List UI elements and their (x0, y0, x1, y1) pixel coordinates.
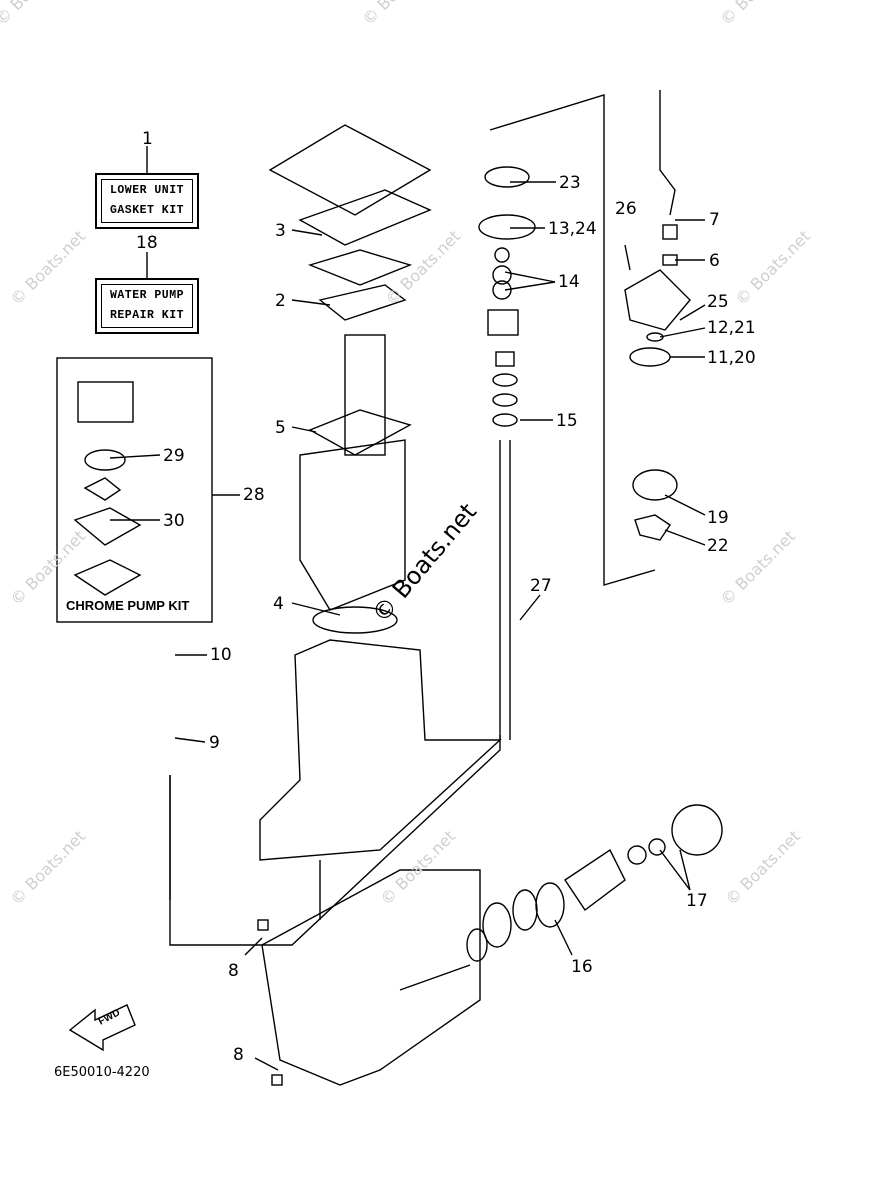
callout-16[interactable]: 16 (571, 957, 593, 977)
callout-14[interactable]: 14 (558, 272, 580, 292)
callout-29[interactable]: 29 (163, 446, 185, 466)
callout-9[interactable]: 9 (209, 733, 220, 753)
callout-8-upper[interactable]: 8 (228, 961, 239, 981)
callout-22[interactable]: 22 (707, 536, 729, 556)
callout-10[interactable]: 10 (210, 645, 232, 665)
gearcase (261, 869, 481, 1086)
pump-kit-line2: REPAIR KIT (109, 309, 184, 322)
chrome-pump-kit-ref: 28 (243, 485, 265, 505)
callout-12-21[interactable]: 12,21 (707, 318, 756, 338)
callout-8-lower[interactable]: 8 (233, 1045, 244, 1065)
pump-kit-line1: WATER PUMP (109, 289, 184, 302)
callout-3[interactable]: 3 (275, 221, 286, 241)
pump-housing (624, 269, 691, 331)
gasket-kit-ref: 1 (142, 129, 153, 149)
pump-group-bracket (489, 94, 656, 586)
water-tube (659, 90, 676, 216)
gasket-kit-line2: GASKET KIT (109, 204, 184, 217)
gasket-5-shape (308, 409, 412, 456)
callout-6[interactable]: 6 (709, 251, 720, 271)
callout-15[interactable]: 15 (556, 411, 578, 431)
lower-casing (259, 639, 502, 861)
pump-kit-ref: 18 (136, 233, 158, 253)
callout-2[interactable]: 2 (275, 291, 286, 311)
callout-17[interactable]: 17 (686, 891, 708, 911)
callout-5[interactable]: 5 (275, 418, 286, 438)
callout-4[interactable]: 4 (273, 594, 284, 614)
fwd-arrow-shape (68, 1004, 136, 1052)
callout-13-24[interactable]: 13,24 (548, 219, 597, 239)
pump-kit-box[interactable]: WATER PUMP REPAIR KIT (95, 278, 199, 334)
diagram-part-number: 6E50010-4220 (54, 1065, 150, 1080)
gasket-3-shape (298, 189, 432, 246)
chrome-pump-kit-label: CHROME PUMP KIT (66, 598, 190, 613)
callout-30[interactable]: 30 (163, 511, 185, 531)
exhaust-guide (307, 249, 413, 286)
callout-25[interactable]: 25 (707, 292, 729, 312)
adaptor-plate (268, 124, 432, 216)
callout-27[interactable]: 27 (530, 576, 552, 596)
propeller-shaft-housing (564, 848, 626, 912)
callout-7[interactable]: 7 (709, 210, 720, 230)
callout-19[interactable]: 19 (707, 508, 729, 528)
callout-23[interactable]: 23 (559, 173, 581, 193)
callout-11-20[interactable]: 11,20 (707, 348, 756, 368)
callout-26[interactable]: 26 (615, 199, 637, 219)
impeller (634, 514, 671, 541)
gasket-kit-line1: LOWER UNIT (109, 184, 184, 197)
gasket-kit-box[interactable]: LOWER UNIT GASKET KIT (95, 173, 199, 229)
chrome-pump-kit-frame (56, 357, 213, 623)
upper-casing (299, 439, 406, 611)
gasket-4-shape (312, 606, 398, 634)
gasket-2-shape (318, 284, 407, 321)
